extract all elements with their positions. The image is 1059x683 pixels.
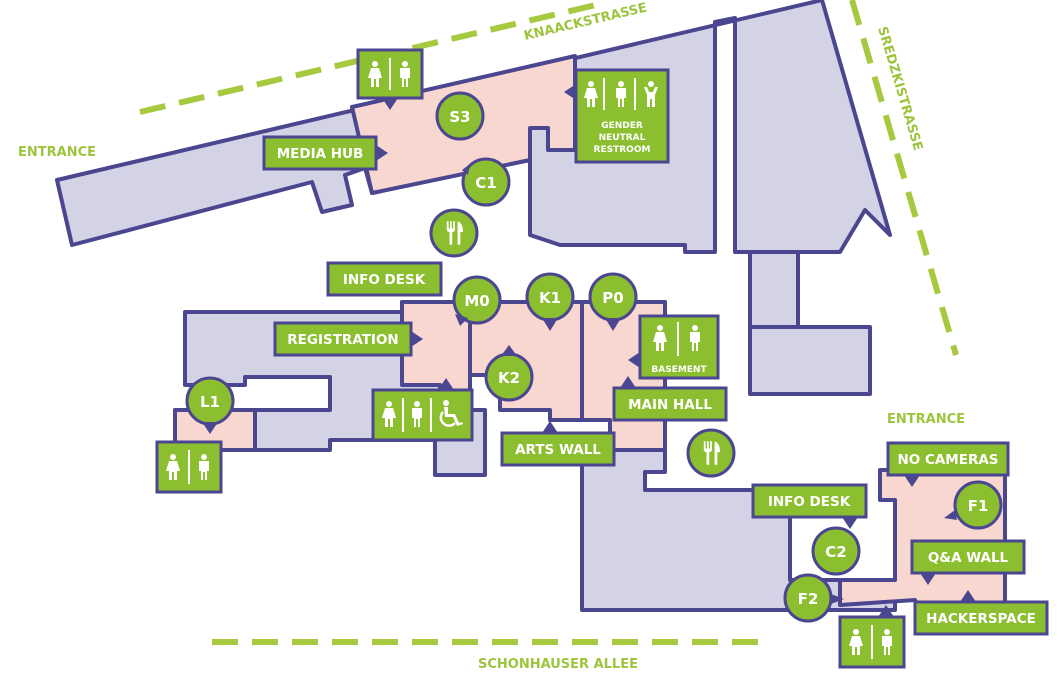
- street-schonhauser-allee: SCHONHAUSER ALLEE: [478, 657, 638, 672]
- room-f1-label: F1: [968, 497, 989, 515]
- room-s3-label: S3: [449, 108, 470, 126]
- no-cameras-text: NO CAMERAS: [897, 452, 998, 468]
- room-l1[interactable]: L1: [185, 376, 235, 434]
- east-annex: [748, 250, 800, 329]
- restroom-accessible[interactable]: [371, 378, 474, 442]
- room-m0[interactable]: M0: [452, 275, 502, 326]
- arts-wall-label[interactable]: ARTS WALL: [500, 421, 616, 467]
- east-annex-2: [748, 325, 872, 396]
- entrance-west: ENTRANCE: [18, 145, 96, 160]
- street-sredzkistrasse: SREDZKISTRASSE: [874, 25, 925, 153]
- room-p0[interactable]: P0: [588, 272, 638, 331]
- gender-neutral-line-2: NEUTRAL: [599, 133, 646, 143]
- room-k2[interactable]: K2: [484, 345, 534, 402]
- hackerspace-label[interactable]: HACKERSPACE: [913, 590, 1049, 636]
- room-c2-label: C2: [825, 543, 846, 561]
- food-south[interactable]: [686, 428, 736, 478]
- room-f2[interactable]: F2: [783, 573, 844, 623]
- info-desk-south-text: INFO DESK: [768, 494, 851, 510]
- media-hub-text: MEDIA HUB: [277, 146, 364, 162]
- basement-text: BASEMENT: [651, 365, 707, 375]
- street-lines: [139, 0, 959, 645]
- gender-neutral-line-3: RESTROOM: [594, 145, 651, 155]
- entrance-east: ENTRANCE: [887, 412, 965, 427]
- restroom-l1[interactable]: [155, 440, 223, 494]
- room-c1-label: C1: [475, 174, 496, 192]
- room-c2[interactable]: C2: [811, 526, 861, 576]
- registration-text: REGISTRATION: [287, 332, 398, 348]
- room-c1[interactable]: C1: [461, 157, 511, 207]
- labels: MEDIA HUB INFO DESK REGISTRATION ARTS WA…: [262, 135, 1049, 636]
- qa-wall-label[interactable]: Q&A WALL: [910, 539, 1026, 585]
- media-hub-label[interactable]: MEDIA HUB: [262, 135, 388, 171]
- food-north[interactable]: [429, 208, 479, 258]
- restroom-gender-neutral[interactable]: GENDER NEUTRAL RESTROOM: [564, 68, 670, 164]
- room-k2-label: K2: [498, 369, 520, 387]
- room-k1-label: K1: [539, 289, 561, 307]
- room-f2-label: F2: [798, 590, 819, 608]
- info-desk-north-text: INFO DESK: [343, 272, 426, 288]
- room-l1-label: L1: [200, 393, 220, 411]
- room-f1[interactable]: F1: [944, 480, 1003, 530]
- registration-label[interactable]: REGISTRATION: [273, 321, 423, 357]
- qa-wall-text: Q&A WALL: [928, 550, 1009, 566]
- no-cameras-label[interactable]: NO CAMERAS: [886, 441, 1010, 487]
- restroom-basement[interactable]: BASEMENT: [628, 314, 720, 380]
- room-k1[interactable]: K1: [525, 272, 575, 331]
- arts-wall-text: ARTS WALL: [515, 442, 601, 458]
- restroom-f2[interactable]: [838, 605, 906, 669]
- info-desk-south-label[interactable]: INFO DESK: [751, 483, 868, 529]
- main-hall-text: MAIN HALL: [628, 397, 712, 413]
- hackerspace-text: HACKERSPACE: [926, 611, 1036, 627]
- restroom-s3[interactable]: [356, 48, 424, 110]
- room-m0-label: M0: [464, 292, 489, 310]
- room-s3[interactable]: S3: [435, 91, 485, 141]
- gender-neutral-line-1: GENDER: [601, 121, 643, 131]
- main-hall-label[interactable]: MAIN HALL: [612, 376, 728, 422]
- restrooms: GENDER NEUTRAL RESTROOM BASEMENT: [155, 48, 906, 669]
- room-p0-label: P0: [602, 289, 623, 307]
- room-markers: S3 C1 M0 K1 P0 K2: [185, 91, 1003, 623]
- info-desk-north-label[interactable]: INFO DESK: [326, 261, 443, 297]
